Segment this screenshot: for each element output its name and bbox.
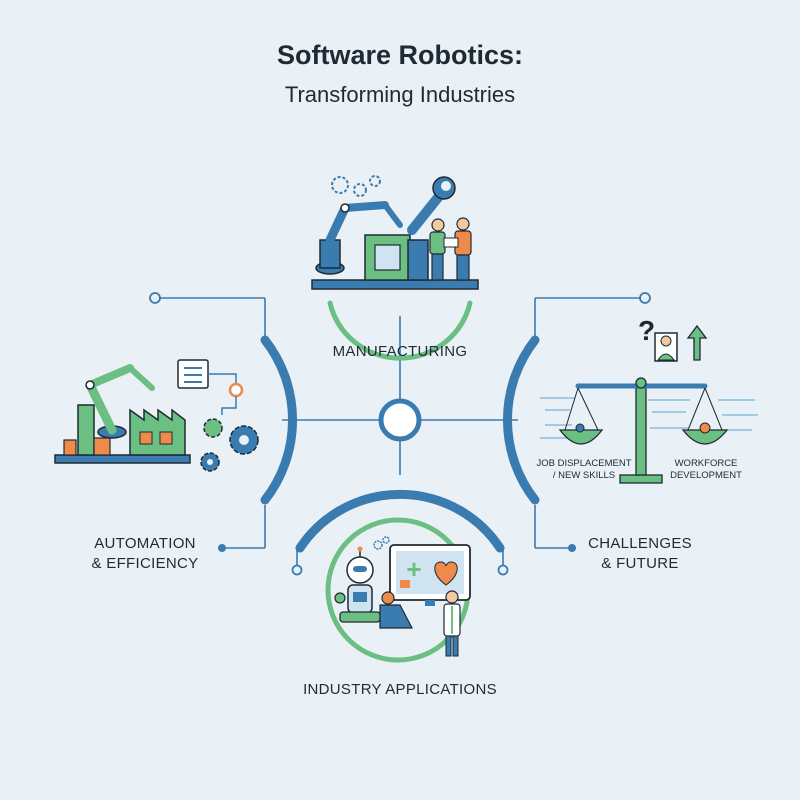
manufacturing-illustration (311, 175, 479, 290)
wrench-icon (407, 176, 456, 235)
checklist-icon (177, 359, 209, 389)
heart-icon (434, 561, 458, 586)
top-green-arc (327, 300, 473, 361)
challenges-label-line1: CHALLENGES (588, 535, 692, 552)
gear-icon (331, 175, 381, 197)
patient-icon (379, 591, 413, 629)
connector-dots (149, 292, 651, 576)
robot-icon (334, 546, 381, 623)
challenges-label-line2: & FUTURE (601, 555, 678, 572)
worker-icon (429, 217, 472, 281)
up-arrow-icon (686, 324, 708, 361)
center-hub (378, 398, 422, 442)
challenges-illustration: ? (540, 315, 758, 484)
automation-illustration (54, 359, 259, 472)
automation-label-line2: & EFFICIENCY (92, 555, 199, 572)
automation-label-line1: AUTOMATION (94, 535, 196, 552)
scale-left-label-line2: / NEW SKILLS (553, 470, 615, 481)
industry-illustration: + (325, 517, 471, 663)
medical-cross-icon: + (406, 554, 421, 584)
industry-applications-label: INDUSTRY APPLICATIONS (303, 681, 497, 698)
person-icon (654, 332, 678, 362)
right-arc (503, 335, 540, 505)
scale-right-label-line1: WORKFORCE (675, 458, 738, 469)
doctor-icon (443, 590, 461, 657)
left-arc (260, 335, 297, 505)
balance-scale-icon (558, 377, 729, 484)
gears-icon (200, 418, 259, 472)
connector-lines (155, 297, 645, 568)
scale-right-label-line2: DEVELOPMENT (670, 470, 742, 481)
monitor-icon: + (389, 544, 471, 606)
page-subtitle: Transforming Industries (285, 82, 515, 107)
question-mark-icon: ? (638, 315, 655, 346)
page-title: Software Robotics: (277, 40, 523, 70)
scale-left-label-line1: JOB DISPLACEMENT (536, 458, 631, 469)
bottom-arc (295, 489, 505, 553)
manufacturing-label: MANUFACTURING (333, 343, 468, 360)
